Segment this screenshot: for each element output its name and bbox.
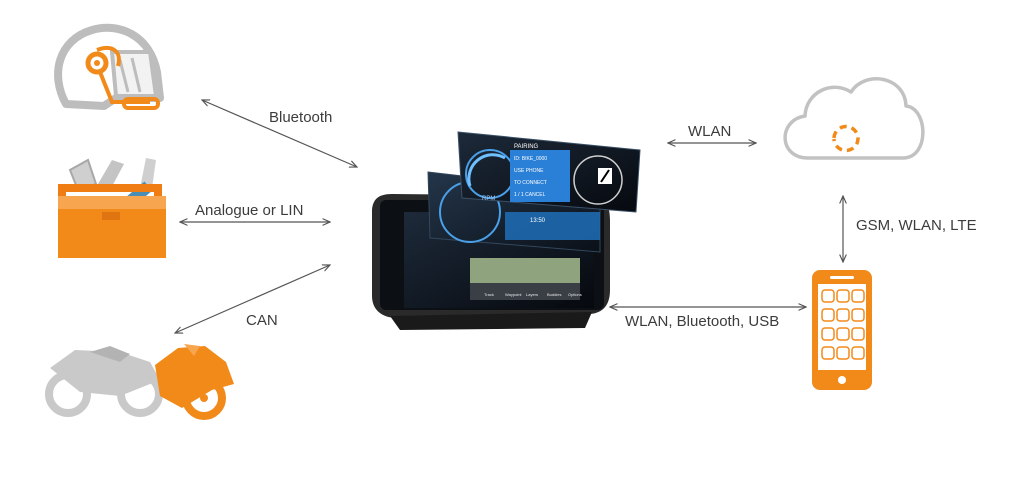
app-icon <box>821 346 835 360</box>
arrow-bluetooth <box>202 100 357 167</box>
label-gsm-wlan-lte: GSM, WLAN, LTE <box>856 217 977 234</box>
label-can: CAN <box>246 312 278 329</box>
screen-rpm-label: RPM <box>482 196 495 202</box>
app-icon <box>836 327 850 341</box>
screen-pairing-line: 1 / 1 CANCEL <box>514 192 546 198</box>
arrow-can <box>175 265 330 333</box>
screen-pairing-line: TO CONNECT <box>514 180 547 186</box>
screen-pairing-title: PAIRING <box>514 144 539 150</box>
screen-pairing-line: USE PHONE <box>514 168 544 174</box>
app-icon <box>821 289 835 303</box>
cloud-icon <box>783 77 925 160</box>
label-wlan-bluetooth-usb: WLAN, Bluetooth, USB <box>625 313 779 330</box>
app-icon <box>836 289 850 303</box>
app-icon <box>851 346 865 360</box>
screen-nav-item: Waypoint <box>505 292 522 297</box>
app-icon <box>821 308 835 322</box>
helmet-icon <box>54 23 164 110</box>
app-icon <box>851 289 865 303</box>
screen-nav-item: Layers <box>526 292 538 297</box>
label-wlan-cloud: WLAN <box>688 123 731 140</box>
screen-nav-item: Options <box>568 292 582 297</box>
screen-nav-item: Buddies <box>547 292 561 297</box>
motorcycle-icon <box>45 344 234 420</box>
app-icon <box>821 327 835 341</box>
smartphone-icon <box>812 270 872 390</box>
screen-time: 13:50 <box>530 218 546 224</box>
app-icon <box>836 346 850 360</box>
label-bluetooth: Bluetooth <box>269 109 332 126</box>
toolbox-icon <box>58 158 166 258</box>
app-icon <box>851 327 865 341</box>
screen-pairing-line: ID: BIKE_0000 <box>514 156 547 162</box>
app-icon <box>836 308 850 322</box>
app-icon <box>851 308 865 322</box>
screen-nav-item: Track <box>484 292 494 297</box>
display-device: RPM PAIRING ID: BIKE_0000 USE PHONE TO C… <box>372 131 641 330</box>
label-analogue-lin: Analogue or LIN <box>195 202 303 219</box>
